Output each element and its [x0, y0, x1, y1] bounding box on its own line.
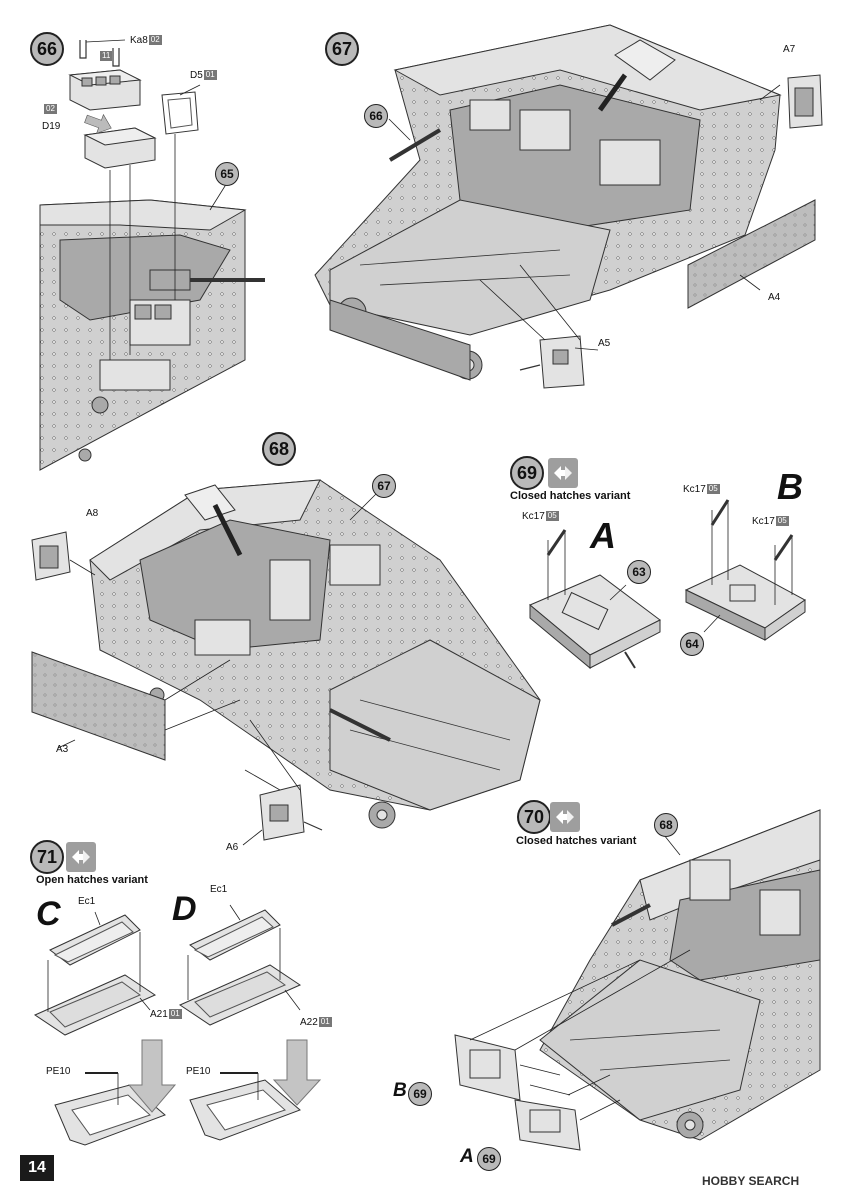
- variant-letter-d: D: [172, 890, 197, 928]
- part-ec1-d: Ec1: [210, 884, 228, 895]
- step-70-note: Closed hatches variant: [516, 835, 637, 847]
- ref-step-68: 68: [654, 813, 678, 837]
- step-66-drawing: [39, 39, 265, 471]
- page-number: 14: [20, 1155, 54, 1181]
- step-70-drawing: [454, 809, 821, 1151]
- part-tag-02: 02: [44, 104, 57, 114]
- down-arrow-icon: [127, 1039, 177, 1113]
- step-69-note: Closed hatches variant: [510, 490, 631, 502]
- step-71-note: Open hatches variant: [36, 874, 148, 886]
- part-d19: D19: [42, 121, 61, 132]
- step-69-drawing: [529, 499, 806, 670]
- step-70-letter-a: A: [460, 1146, 474, 1167]
- down-arrow-icon: [272, 1039, 322, 1106]
- step-67-drawing: [314, 24, 823, 389]
- variant-letter-a: A: [590, 515, 616, 556]
- ref-step-65: 65: [215, 162, 239, 186]
- ref-step-64: 64: [680, 632, 704, 656]
- variant-letter-c: C: [36, 895, 61, 933]
- part-a3: A3: [56, 744, 69, 755]
- part-a7: A7: [783, 44, 796, 55]
- ref-step-69-b: 69: [408, 1082, 432, 1106]
- part-pe10-d: PE10: [186, 1066, 211, 1077]
- swap-arrows-icon: [550, 802, 580, 832]
- step-69-number: 69: [510, 456, 544, 490]
- watermark: HOBBY SEARCH: [702, 1174, 800, 1188]
- step-68-drawing: [31, 479, 541, 846]
- part-a5: A5: [598, 338, 611, 349]
- swap-arrows-icon: [66, 842, 96, 872]
- part-pe10-c: PE10: [46, 1066, 71, 1077]
- part-ec1-c: Ec1: [78, 896, 96, 907]
- variant-letter-b: B: [777, 466, 803, 507]
- step-66-number: 66: [30, 32, 64, 66]
- ref-step-69-a: 69: [477, 1147, 501, 1171]
- step-67-number: 67: [325, 32, 359, 66]
- ref-step-67: 67: [372, 474, 396, 498]
- ref-step-63: 63: [627, 560, 651, 584]
- step-70-number: 70: [517, 800, 551, 834]
- part-a6: A6: [226, 842, 239, 853]
- step-71-drawing: [33, 904, 322, 1146]
- step-68-number: 68: [262, 432, 296, 466]
- step-71-number: 71: [30, 840, 64, 874]
- part-tag-11: 11: [100, 51, 113, 61]
- swap-arrows-icon: [548, 458, 578, 488]
- ref-step-66: 66: [364, 104, 388, 128]
- part-a8: A8: [86, 508, 99, 519]
- part-a4: A4: [768, 292, 781, 303]
- step-70-letter-b: B: [393, 1080, 407, 1101]
